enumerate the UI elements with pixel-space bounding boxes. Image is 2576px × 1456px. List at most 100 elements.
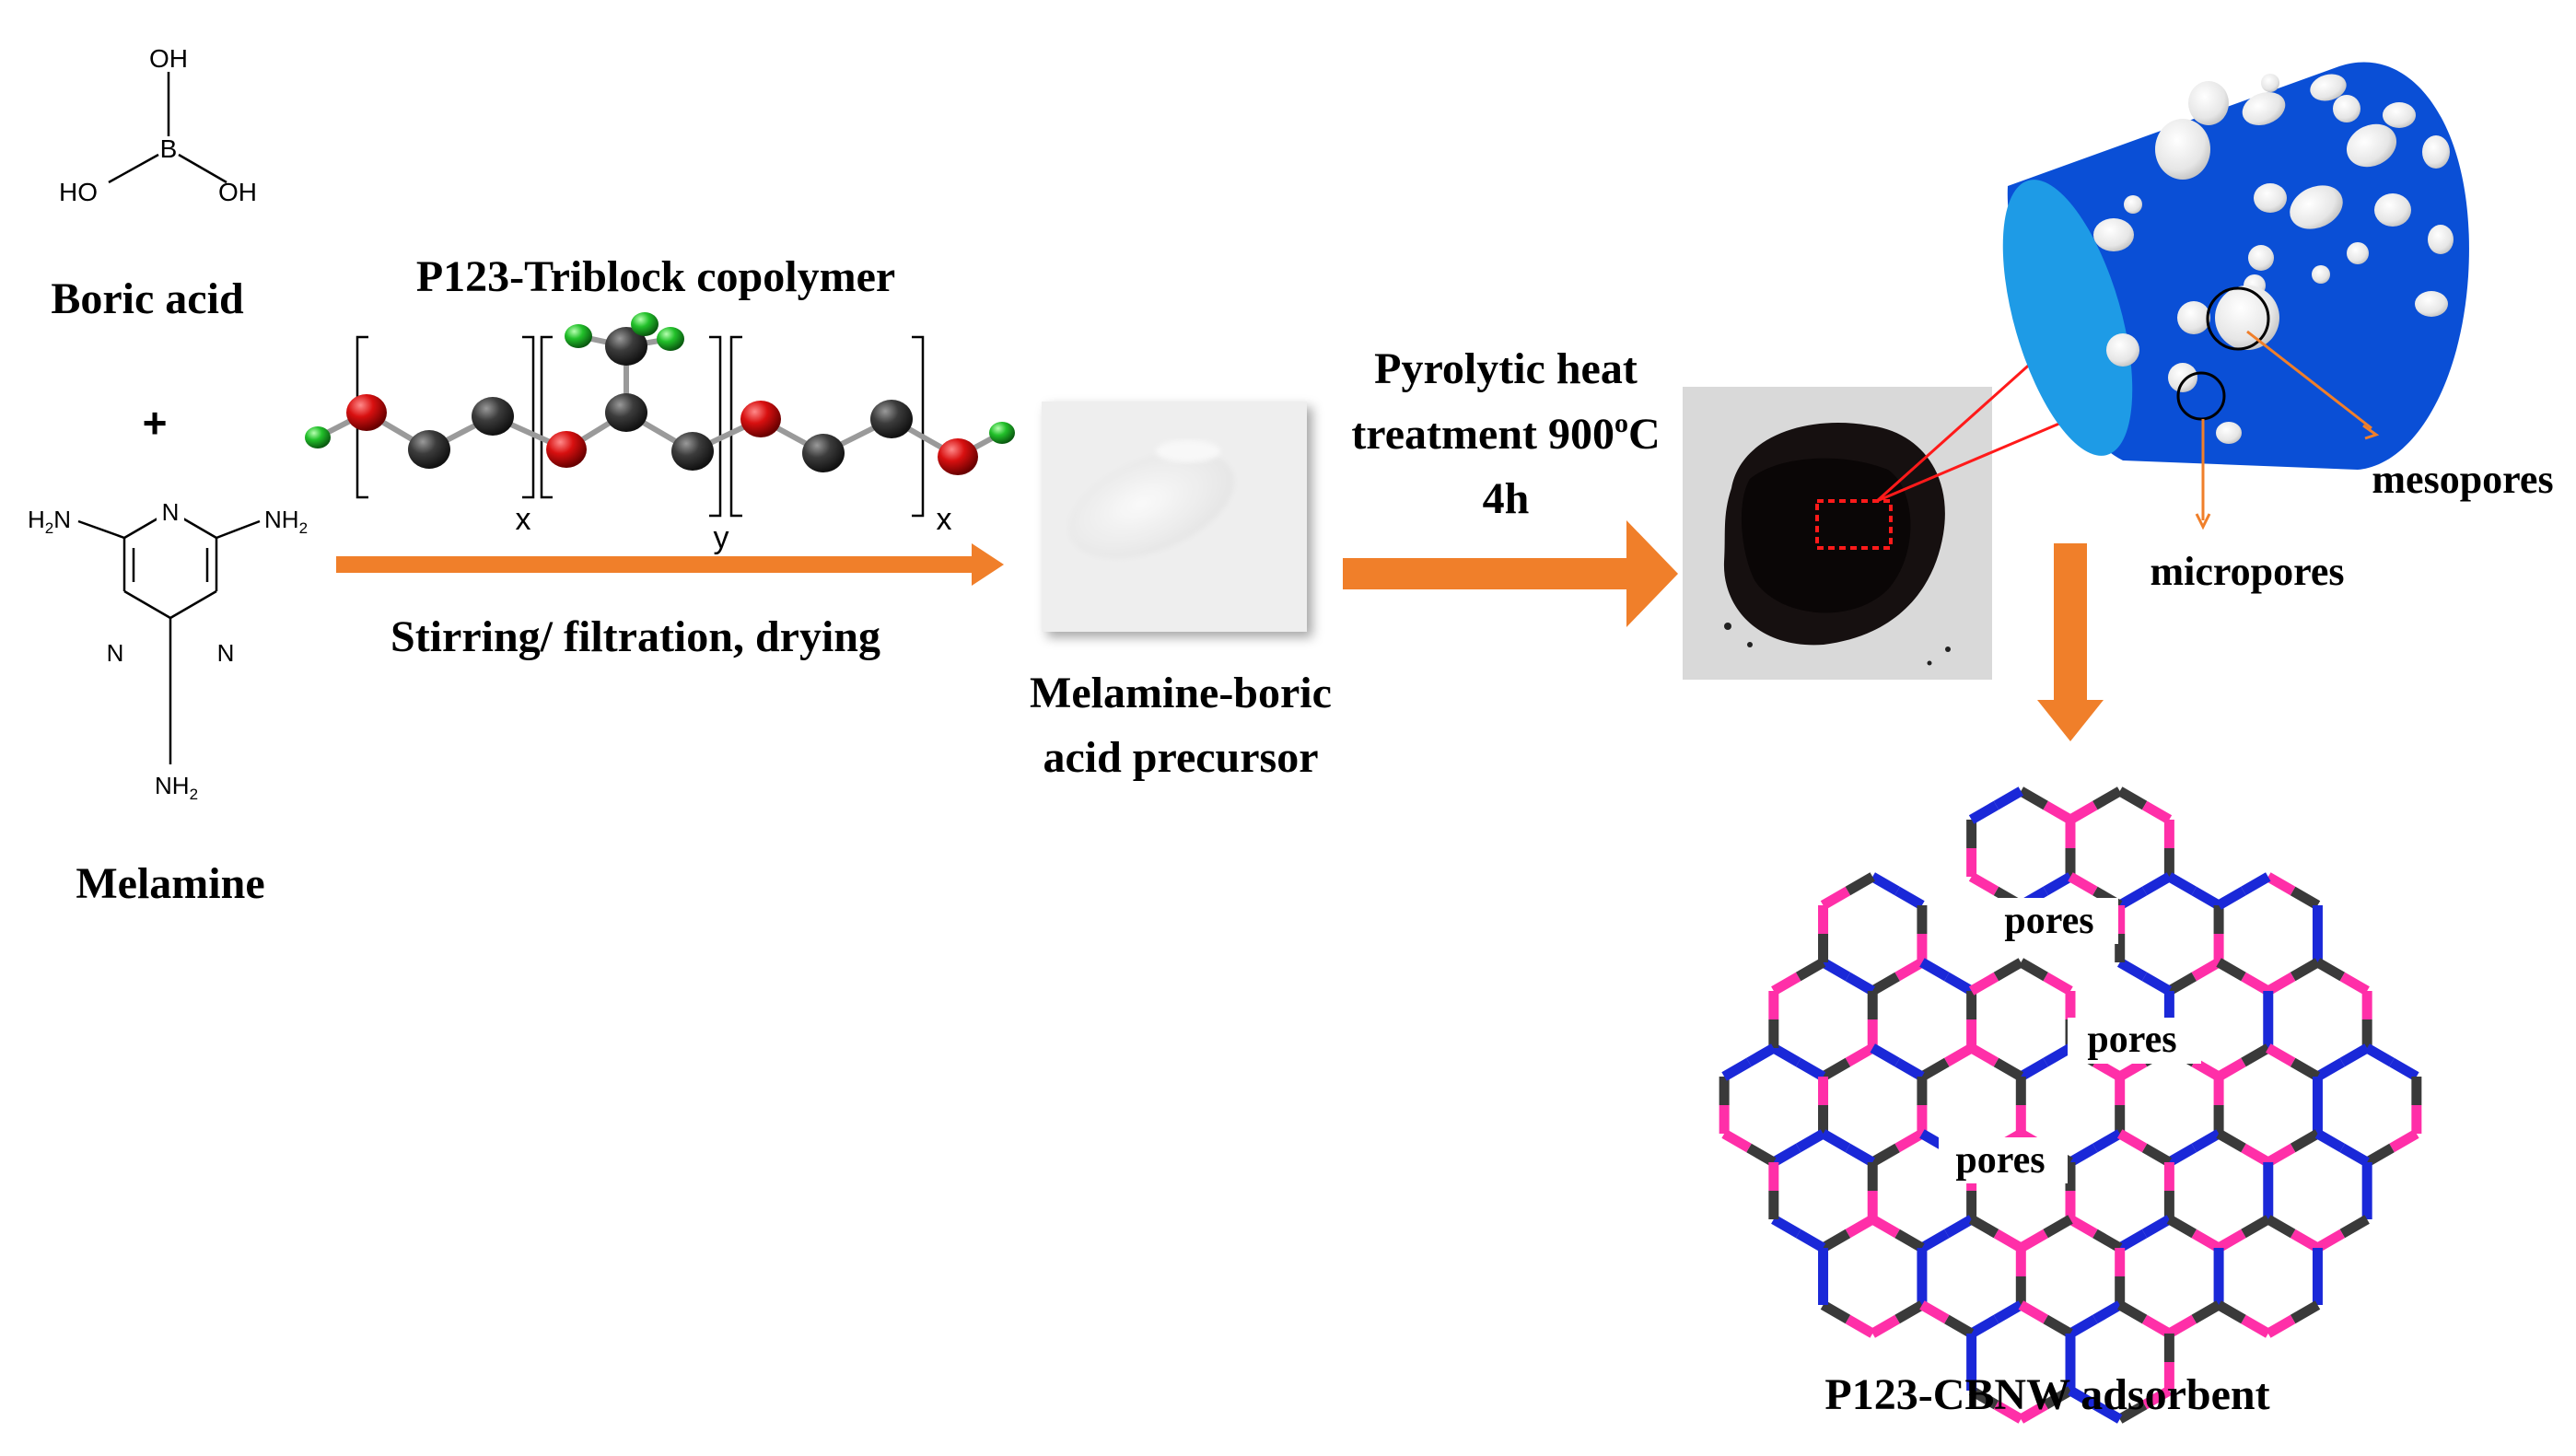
bond: [2141, 1143, 2173, 1167]
bond: [1870, 972, 1900, 996]
bond: [2364, 1043, 2395, 1067]
bond: [1746, 1043, 1777, 1067]
bond: [2314, 1129, 2346, 1153]
bond: [2141, 872, 2173, 896]
bond: [2266, 972, 2296, 996]
bond: [2216, 958, 2246, 982]
porous-cylinder: [2002, 62, 2469, 470]
bond: [2141, 972, 2173, 996]
bond: [1944, 1215, 1975, 1239]
bond: [1993, 1400, 2024, 1424]
bond: [1771, 1215, 1801, 1239]
bond: [2018, 958, 2048, 982]
hydrogen-atom: [631, 312, 659, 336]
bond: [2191, 1129, 2221, 1153]
bond: [1771, 1143, 1801, 1167]
precursor-line2: acid precursor: [1043, 733, 1318, 782]
bond: [1820, 958, 1851, 982]
bond: [2290, 1229, 2321, 1252]
bond: [2068, 872, 2098, 896]
bond: [2116, 1300, 2148, 1324]
bond: [2043, 1215, 2073, 1239]
block-x-subscript-2: x: [937, 502, 952, 537]
bond: [1944, 1314, 1975, 1338]
bond: [2141, 800, 2173, 824]
bond: [2018, 786, 2048, 810]
bond: [2266, 1143, 2296, 1167]
bond: [2116, 1229, 2148, 1252]
bond: [2314, 1057, 2346, 1081]
bond: [1870, 1215, 1900, 1239]
product-label: P123-CBNW adsorbent: [1824, 1370, 2269, 1419]
melamine-label: Melamine: [76, 859, 264, 908]
bond: [2216, 886, 2246, 910]
bond: [1894, 1057, 1925, 1081]
bond: [2266, 1043, 2296, 1067]
bond: [2043, 972, 2073, 996]
bond: [2068, 1386, 2098, 1410]
bond: [1968, 872, 1999, 896]
bond: [2068, 1314, 2098, 1338]
ring-n-right: N: [217, 639, 235, 667]
bond: [2116, 786, 2148, 810]
bond: [1993, 786, 2024, 810]
bond: [1820, 1057, 1851, 1081]
zoom-region-box: [1815, 499, 1893, 550]
bond: [1993, 1300, 2024, 1324]
bond: [2092, 786, 2123, 810]
bond: [2290, 1057, 2321, 1081]
bond: [1795, 958, 1826, 982]
melamine-labels: N N N H2N NH2 NH2: [28, 495, 308, 803]
carbon-atom: [671, 432, 714, 471]
bond: [2043, 1386, 2073, 1410]
bond: [1870, 1043, 1900, 1067]
nh2-bottom-label: NH2: [155, 772, 198, 803]
bond: [2191, 1057, 2221, 1081]
step1-label: Stirring/ filtration, drying: [390, 612, 880, 661]
bond: [2092, 1300, 2123, 1324]
bond: [1894, 1300, 1925, 1324]
bond: [1993, 1057, 2024, 1081]
bond: [2068, 1143, 2098, 1167]
carbon-atom: [472, 397, 514, 436]
boric-ho-left: HO: [59, 178, 98, 206]
boric-oh-right: OH: [218, 178, 257, 206]
bond: [2018, 1300, 2048, 1324]
oxygen-atom: [346, 394, 387, 431]
boric-oh-top: OH: [149, 44, 188, 73]
bond: [2116, 1400, 2148, 1424]
bond: [1968, 1043, 1999, 1067]
copolymer-brackets: [356, 335, 925, 518]
bond: [2116, 1129, 2148, 1153]
nh2-right-label: NH2: [264, 506, 308, 537]
bond: [2043, 800, 2073, 824]
carbon-atom: [870, 400, 913, 438]
bond: [2043, 1314, 2073, 1338]
bond: [2389, 1129, 2419, 1153]
bond: [2290, 1129, 2321, 1153]
bond: [2018, 1057, 2048, 1081]
bond: [2068, 1215, 2098, 1239]
copolymer-molecule: [305, 312, 1015, 475]
step2-line1: Pyrolytic heat: [1374, 344, 1638, 393]
bond: [1968, 972, 1999, 996]
bond: [2241, 1314, 2271, 1338]
bond: [1795, 1129, 1826, 1153]
bond: [1721, 1129, 1752, 1153]
nh2-left-label: H2N: [28, 506, 71, 537]
bond: [1845, 872, 1875, 896]
bond: [1845, 1043, 1875, 1067]
oxygen-atom: [938, 438, 978, 475]
bond: [1746, 1143, 1777, 1167]
bond: [1894, 886, 1925, 910]
hydrogen-atom: [305, 426, 331, 448]
boric-acid-label: Boric acid: [51, 274, 244, 323]
bond: [1820, 886, 1851, 910]
bond: [2068, 800, 2098, 824]
bond: [1771, 972, 1801, 996]
bond: [2290, 886, 2321, 910]
bond: [2241, 1215, 2271, 1239]
bond: [2266, 1314, 2296, 1338]
bond: [2191, 958, 2221, 982]
